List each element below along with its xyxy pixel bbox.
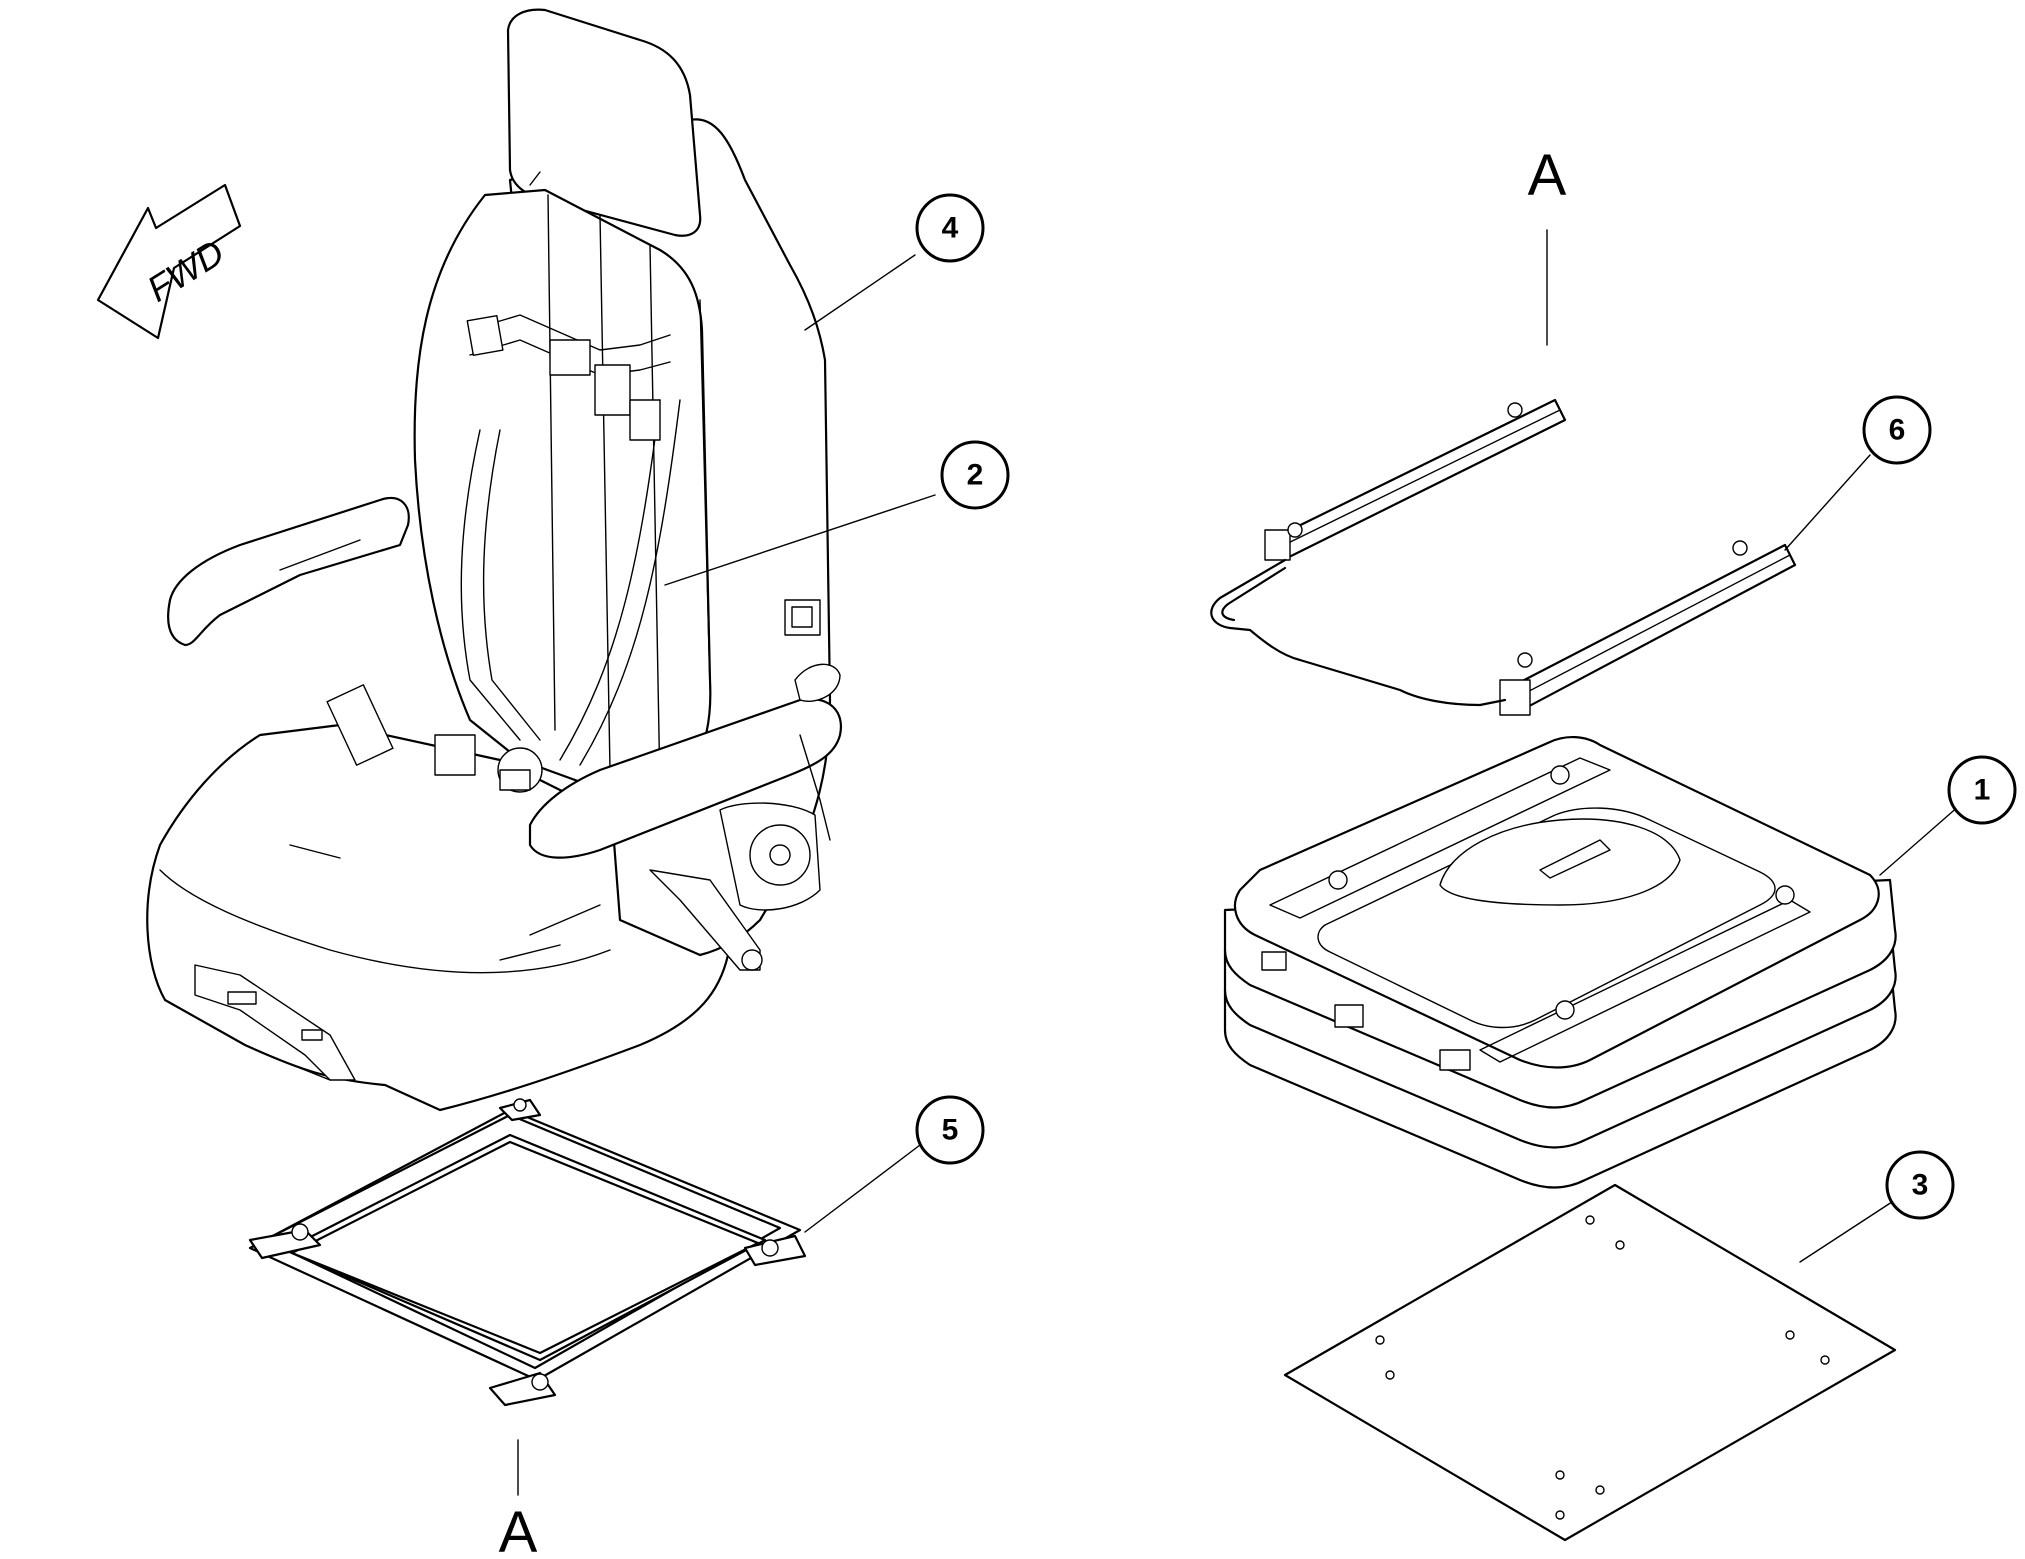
callout-6-label: 6 (1889, 414, 1906, 447)
callout-4: 4 (915, 193, 985, 263)
forward-arrow-icon: FWD (96, 183, 242, 340)
callout-3: 3 (1885, 1150, 1955, 1220)
suspension-assembly (1223, 736, 1961, 1189)
base-plate (1283, 1183, 1897, 1542)
mounting-frame (248, 1098, 921, 1496)
callout-5: 5 (915, 1095, 985, 1165)
callout-1: 1 (1947, 755, 2017, 825)
forward-label: FWD (140, 232, 231, 310)
callout-2-label: 2 (967, 459, 984, 492)
callout-5-label: 5 (942, 1114, 959, 1147)
callout-3-label: 3 (1912, 1169, 1929, 1202)
callout-6: 6 (1862, 395, 1932, 465)
view-label-top: A (1528, 143, 1567, 208)
slide-rail-assembly (1210, 229, 1871, 716)
view-label-bottom: A (499, 1500, 538, 1559)
callout-2: 2 (940, 440, 1010, 510)
seat-assembly (146, 8, 936, 1112)
callout-1-label: 1 (1974, 774, 1991, 807)
callout-4-label: 4 (942, 212, 959, 245)
